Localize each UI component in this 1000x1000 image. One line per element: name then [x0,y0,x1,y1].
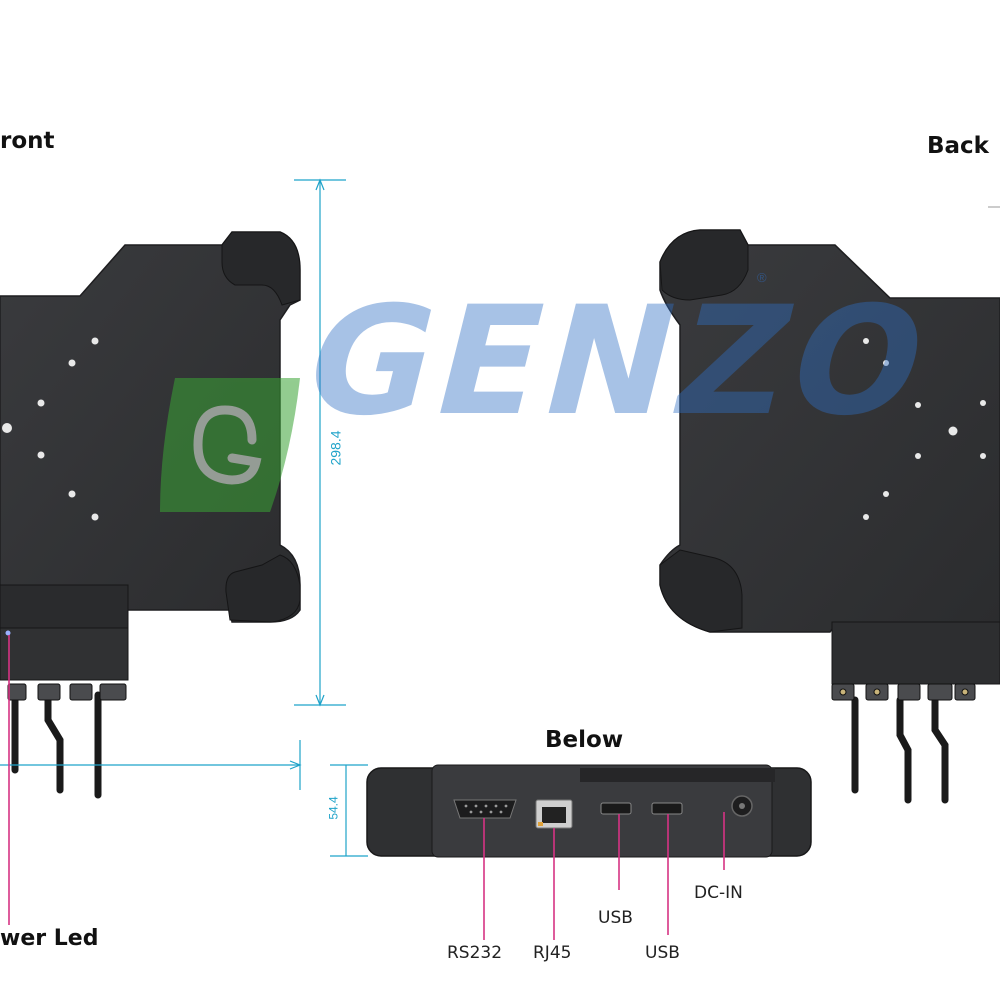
front-bumper-bottom [225,554,301,623]
dc-in-callout: DC-IN [694,883,743,903]
usb-1-callout: USB [598,908,633,928]
front-view [0,231,301,799]
rj45-led [538,822,543,826]
rj45-socket [542,807,566,823]
back-view [659,206,1000,804]
back-bumper-bottom [659,549,743,633]
below-view [366,764,812,858]
genzo-logo-icon [160,378,300,512]
back-bumper-top [659,229,749,301]
front-view-title: ront [0,128,55,154]
callout-lines [8,635,725,940]
dimension-lines [0,178,368,857]
power-led-indicator [5,630,11,636]
usb-2-callout: USB [645,943,680,963]
usb-port-2 [651,802,683,815]
rj45-callout: RJ45 [533,943,572,963]
rs232-callout: RS232 [447,943,503,963]
watermark-text: GENZO [288,275,950,449]
rs232-port [453,799,517,819]
registered-mark: ® [757,270,767,285]
back-mount-holes [863,338,986,520]
below-bracket [580,768,775,782]
front-mount-holes [2,337,99,521]
depth-dimension-label: 54.4 [326,796,341,820]
front-cables [11,686,102,799]
back-connectors [831,683,976,701]
back-base [831,621,1000,685]
front-base [0,584,129,631]
back-view-title: Back [927,133,989,159]
rs232-pins [464,804,508,814]
usb-port-1 [600,802,632,815]
height-dimension-label: 298.4 [327,430,344,466]
front-connectors [7,683,127,701]
front-bumper-top [221,231,301,306]
back-cables [851,696,949,804]
front-base-lower [0,627,129,681]
below-view-title: Below [545,727,624,753]
power-led-callout: wer Led [0,926,99,951]
